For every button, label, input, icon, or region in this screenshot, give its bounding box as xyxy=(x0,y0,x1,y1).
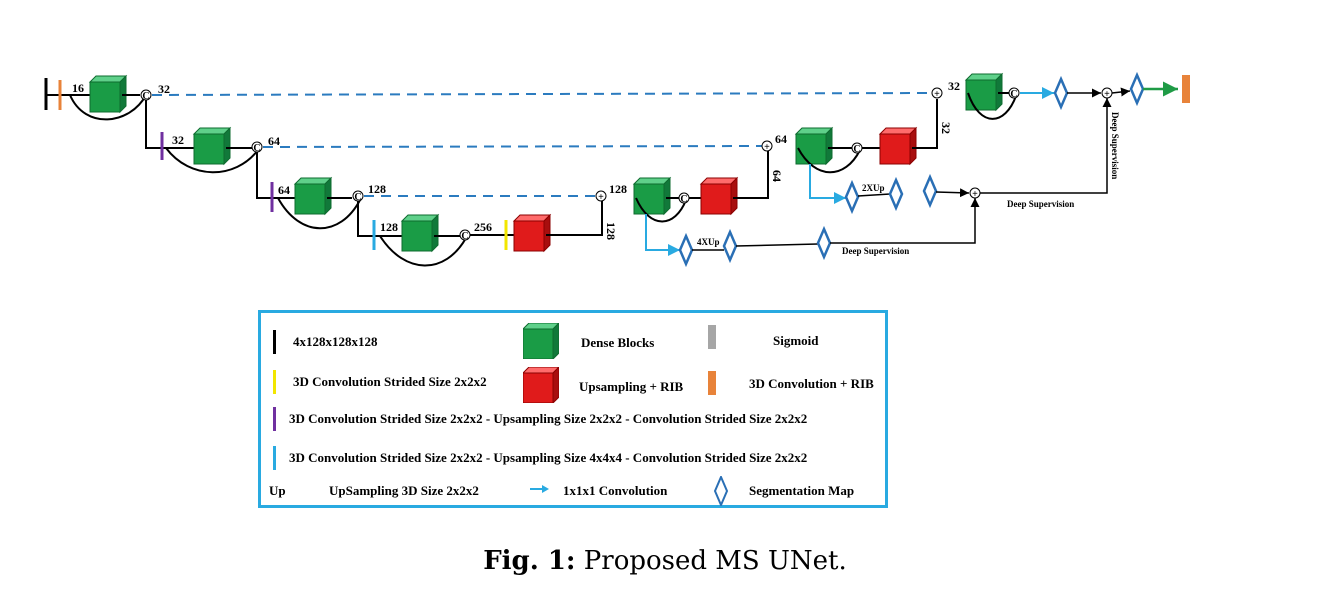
channel-label: 16 xyxy=(72,81,84,95)
deep-supervision-label: Deep Supervision xyxy=(1110,112,1120,179)
segmentation-map-icon xyxy=(1129,73,1145,105)
segmentation-map-icon xyxy=(713,476,729,506)
conv-rib-icon xyxy=(708,371,716,395)
dense-block-cube xyxy=(401,214,439,252)
deep-supervision-label: Deep Supervision xyxy=(1007,199,1074,209)
legend-purple: 3D Convolution Strided Size 2x2x2 - Upsa… xyxy=(289,411,808,426)
dense-block-cube xyxy=(294,177,332,215)
upsample-rib-cube xyxy=(513,214,551,252)
up-label: 2XUp xyxy=(862,183,885,193)
svg-text:+: + xyxy=(598,192,604,203)
legend-box: 4x128x128x128 Dense Blocks Sigmoid 3D Co… xyxy=(258,310,888,508)
upsample-rib-cube xyxy=(700,177,738,215)
dense-block-cube xyxy=(89,75,127,113)
segmentation-map-icon xyxy=(722,230,738,262)
purple-bar-icon xyxy=(273,407,276,431)
svg-text:C: C xyxy=(1010,89,1017,100)
output-conv-block xyxy=(1182,75,1190,103)
svg-text:C: C xyxy=(853,144,860,155)
dense-block-cube xyxy=(633,177,671,215)
legend-upsample: Upsampling + RIB xyxy=(579,379,684,394)
segmentation-map-icon xyxy=(678,234,694,266)
legend-dense: Dense Blocks xyxy=(581,335,655,350)
svg-text:C: C xyxy=(253,143,260,154)
channel-label: 64 xyxy=(268,134,280,148)
channel-label: 128 xyxy=(604,222,618,240)
channel-label: 32 xyxy=(948,79,960,93)
strided-bar-icon xyxy=(273,370,276,394)
conv1x1-arrow-icon xyxy=(530,485,549,493)
segmentation-map-icon xyxy=(816,227,832,259)
conv1x1-arrow xyxy=(645,214,680,256)
svg-text:+: + xyxy=(1104,89,1110,100)
skip-connection xyxy=(151,92,933,96)
cyan-bar-icon xyxy=(273,446,276,470)
segmentation-map-icon xyxy=(888,178,904,210)
svg-text:+: + xyxy=(972,189,978,200)
upsample-rib-cube xyxy=(879,127,917,165)
channel-label: 32 xyxy=(158,82,170,96)
sum-node xyxy=(595,190,607,202)
dense-block-cube xyxy=(193,127,231,165)
legend-sigmoid: Sigmoid xyxy=(773,333,819,348)
skip-connection xyxy=(262,145,764,148)
deep-supervision-label: Deep Supervision xyxy=(842,246,909,256)
channel-label: 128 xyxy=(368,182,386,196)
segmentation-map-icon xyxy=(1053,77,1069,109)
legend-up-text: UpSampling 3D Size 2x2x2 xyxy=(329,483,479,498)
legend-strided: 3D Convolution Strided Size 2x2x2 xyxy=(293,374,487,389)
channel-label: 64 xyxy=(775,132,787,146)
ms-unet-architecture-diagram: 16 C 32 32 C 64 64 C 128 128 C 256 128 +… xyxy=(44,73,1190,267)
channel-label: 256 xyxy=(474,220,492,234)
conv1x1-arrow xyxy=(809,164,846,204)
upsample-rib-icon xyxy=(523,367,559,403)
sum-node xyxy=(761,140,773,152)
dense-block-cube xyxy=(795,127,833,165)
concat-symbol: C xyxy=(142,91,149,102)
svg-text:+: + xyxy=(764,142,770,153)
channel-label: 64 xyxy=(278,183,290,197)
legend-cyan: 3D Convolution Strided Size 2x2x2 - Upsa… xyxy=(289,450,808,465)
svg-text:+: + xyxy=(934,89,940,100)
input-bar-icon xyxy=(273,330,276,354)
caption-label: Fig. 1: xyxy=(483,546,576,576)
legend-input: 4x128x128x128 xyxy=(293,334,378,349)
channel-label: 64 xyxy=(770,170,784,182)
channel-label: 128 xyxy=(609,182,627,196)
legend-segmap: Segmentation Map xyxy=(749,483,855,498)
legend-conv1: 1x1x1 Convolution xyxy=(563,483,668,498)
channel-label: 32 xyxy=(939,122,953,134)
figure-caption: Fig. 1: Proposed MS UNet. xyxy=(0,546,1330,576)
segmentation-map-icon xyxy=(844,181,860,213)
channel-label: 128 xyxy=(380,220,398,234)
legend-conv-rib: 3D Convolution + RIB xyxy=(749,376,874,391)
legend-up-symbol: Up xyxy=(269,483,286,498)
channel-label: 32 xyxy=(172,133,184,147)
svg-text:C: C xyxy=(354,192,361,203)
svg-text:C: C xyxy=(680,194,687,205)
sum-node xyxy=(931,87,943,99)
svg-text:C: C xyxy=(461,231,468,242)
dense-block-icon xyxy=(523,323,559,359)
caption-text: Proposed MS UNet. xyxy=(583,546,847,576)
concat-node xyxy=(1008,87,1020,99)
dense-block-cube xyxy=(965,73,1003,111)
sigmoid-icon xyxy=(708,325,716,349)
up-label: 4XUp xyxy=(697,237,720,247)
segmentation-map-icon xyxy=(922,175,938,207)
